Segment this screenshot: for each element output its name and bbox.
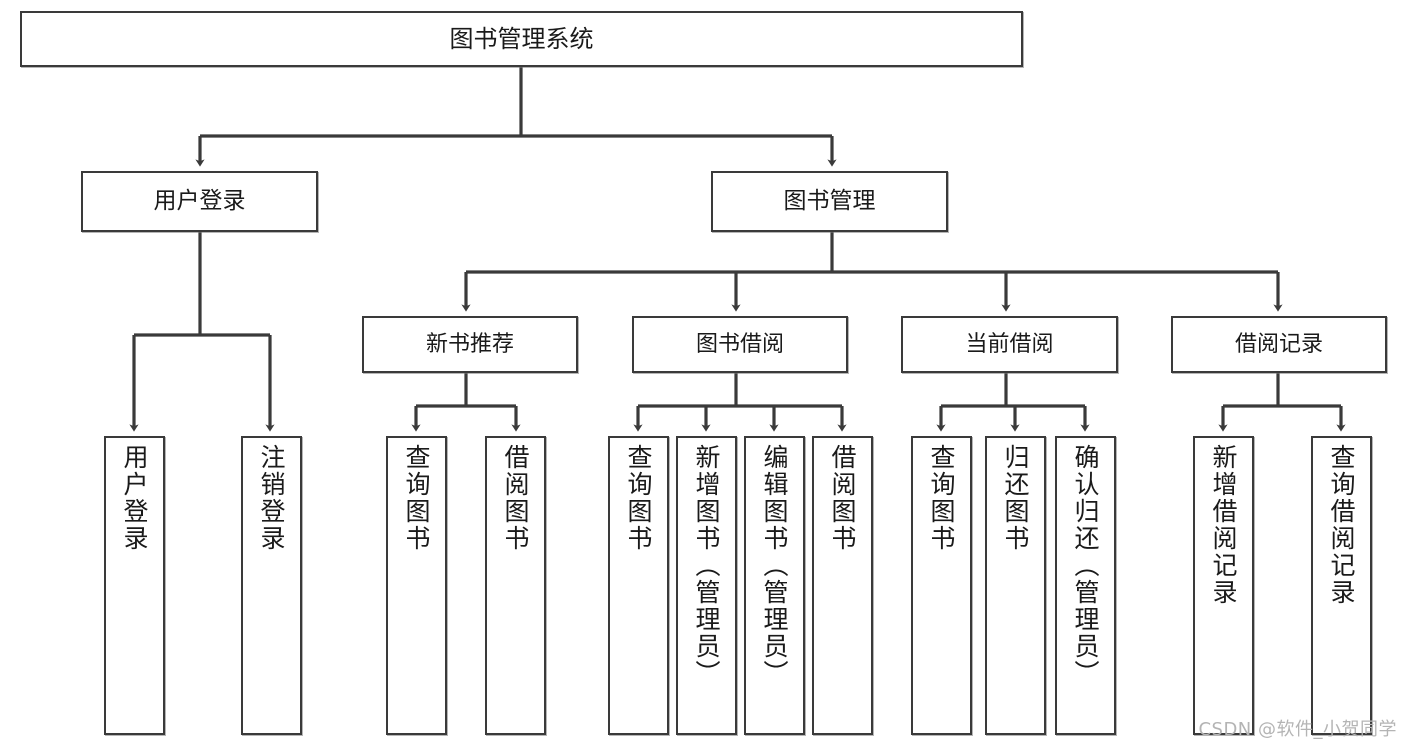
node-label: 确认归还（管理员） — [1071, 444, 1100, 687]
leaf-add-borrow-record[interactable]: 新增借阅记录 — [1193, 436, 1254, 735]
node-label: 查询图书 — [927, 444, 956, 552]
node-new-book-recommend[interactable]: 新书推荐 — [362, 316, 578, 373]
node-user-login[interactable]: 用户登录 — [81, 171, 318, 232]
leaf-return-book[interactable]: 归还图书 — [985, 436, 1046, 735]
leaf-user-logout[interactable]: 注销登录 — [241, 436, 302, 735]
leaf-edit-book-admin[interactable]: 编辑图书（管理员） — [744, 436, 805, 735]
node-label: 用户登录 — [153, 187, 246, 214]
node-label: 图书管理 — [783, 187, 876, 214]
node-label: 查询借阅记录 — [1327, 444, 1356, 606]
node-book-management[interactable]: 图书管理 — [711, 171, 948, 232]
leaf-borrow-book[interactable]: 借阅图书 — [812, 436, 873, 735]
node-borrow-record[interactable]: 借阅记录 — [1171, 316, 1387, 373]
leaf-query-borrow-record[interactable]: 查询借阅记录 — [1311, 436, 1372, 735]
node-label: 编辑图书（管理员） — [760, 444, 789, 687]
leaf-query-book-borrow[interactable]: 查询图书 — [608, 436, 669, 735]
node-label: 借阅图书 — [501, 444, 530, 552]
node-label: 查询图书 — [402, 444, 431, 552]
node-label: 当前借阅 — [965, 331, 1054, 357]
node-book-borrow[interactable]: 图书借阅 — [632, 316, 848, 373]
node-label: 注销登录 — [257, 444, 286, 552]
node-label: 用户登录 — [120, 444, 149, 552]
node-label: 图书管理系统 — [449, 24, 594, 53]
node-label: 新书推荐 — [425, 331, 514, 357]
leaf-borrow-book-recommend[interactable]: 借阅图书 — [485, 436, 546, 735]
watermark: CSDN @软件_小贺同学 — [1198, 719, 1397, 740]
leaf-add-book-admin[interactable]: 新增图书（管理员） — [676, 436, 737, 735]
node-label: 新增图书（管理员） — [692, 444, 721, 687]
node-root-system[interactable]: 图书管理系统 — [20, 11, 1023, 67]
node-label: 新增借阅记录 — [1209, 444, 1238, 606]
leaf-query-book-current[interactable]: 查询图书 — [911, 436, 972, 735]
node-label: 借阅记录 — [1234, 331, 1323, 357]
leaf-query-book-recommend[interactable]: 查询图书 — [386, 436, 447, 735]
node-label: 归还图书 — [1001, 444, 1030, 552]
node-label: 图书借阅 — [695, 331, 784, 357]
leaf-confirm-return-admin[interactable]: 确认归还（管理员） — [1055, 436, 1116, 735]
leaf-user-login[interactable]: 用户登录 — [104, 436, 165, 735]
node-label: 查询图书 — [624, 444, 653, 552]
node-current-borrow[interactable]: 当前借阅 — [901, 316, 1118, 373]
node-label: 借阅图书 — [828, 444, 857, 552]
